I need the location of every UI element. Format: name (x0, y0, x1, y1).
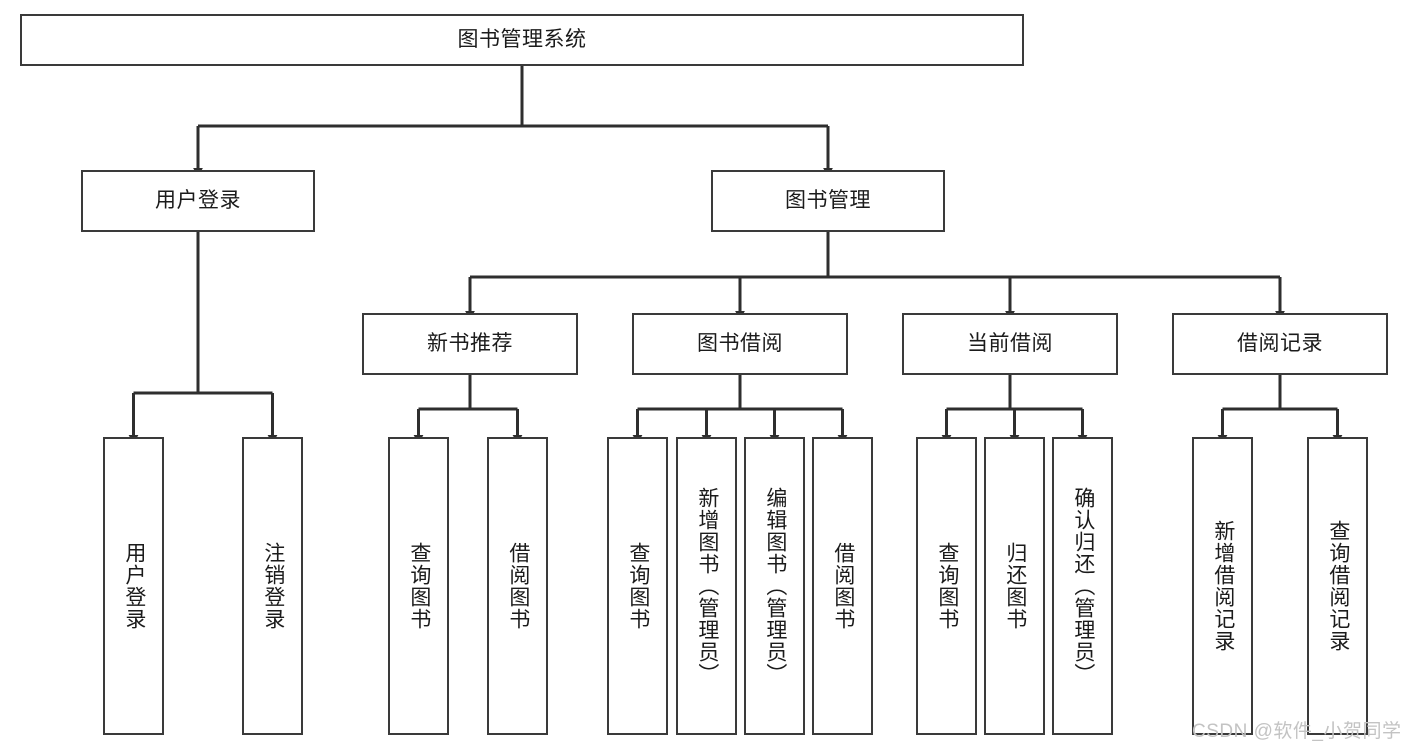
node-label-leaf-rec-query: 查询图书 (407, 542, 431, 630)
node-label-leaf-borrow-query: 查询图书 (626, 542, 650, 630)
node-leaf-borrow-lend[interactable]: 借阅图书 (812, 437, 873, 735)
node-leaf-borrow-add[interactable]: 新增图书（管理员） (676, 437, 737, 735)
node-label-leaf-rcd-query: 查询借阅记录 (1326, 520, 1350, 652)
node-book-manage[interactable]: 图书管理 (711, 170, 945, 232)
node-leaf-borrow-edit[interactable]: 编辑图书（管理员） (744, 437, 805, 735)
node-leaf-cur-query[interactable]: 查询图书 (916, 437, 977, 735)
node-borrow-record[interactable]: 借阅记录 (1172, 313, 1388, 375)
node-label-leaf-rec-borrow: 借阅图书 (506, 542, 530, 630)
node-leaf-rcd-add[interactable]: 新增借阅记录 (1192, 437, 1253, 735)
node-label-current-borrow: 当前借阅 (967, 331, 1053, 355)
node-current-borrow[interactable]: 当前借阅 (902, 313, 1118, 375)
node-book-borrow[interactable]: 图书借阅 (632, 313, 848, 375)
node-label-leaf-borrow-add: 新增图书（管理员） (695, 487, 719, 685)
node-leaf-cur-confirm[interactable]: 确认归还（管理员） (1052, 437, 1113, 735)
node-label-user-login: 用户登录 (155, 188, 241, 212)
node-new-book-rec[interactable]: 新书推荐 (362, 313, 578, 375)
node-user-login[interactable]: 用户登录 (81, 170, 315, 232)
node-leaf-rec-borrow[interactable]: 借阅图书 (487, 437, 548, 735)
node-label-leaf-user-logout: 注销登录 (261, 542, 285, 630)
edge-group (128, 66, 1343, 444)
node-leaf-rcd-query[interactable]: 查询借阅记录 (1307, 437, 1368, 735)
node-label-leaf-cur-query: 查询图书 (935, 542, 959, 630)
node-label-leaf-rcd-add: 新增借阅记录 (1211, 520, 1235, 652)
node-label-new-book-rec: 新书推荐 (427, 331, 513, 355)
node-label-leaf-borrow-edit: 编辑图书（管理员） (763, 487, 787, 685)
node-label-leaf-user-login: 用户登录 (122, 542, 146, 630)
node-root[interactable]: 图书管理系统 (20, 14, 1024, 66)
node-leaf-user-login[interactable]: 用户登录 (103, 437, 164, 735)
node-label-book-manage: 图书管理 (785, 188, 871, 212)
node-leaf-borrow-query[interactable]: 查询图书 (607, 437, 668, 735)
node-label-book-borrow: 图书借阅 (697, 331, 783, 355)
node-leaf-cur-return[interactable]: 归还图书 (984, 437, 1045, 735)
node-label-leaf-cur-return: 归还图书 (1003, 542, 1027, 630)
node-label-root: 图书管理系统 (457, 27, 587, 51)
node-leaf-rec-query[interactable]: 查询图书 (388, 437, 449, 735)
node-label-borrow-record: 借阅记录 (1237, 331, 1323, 355)
node-label-leaf-borrow-lend: 借阅图书 (831, 542, 855, 630)
node-label-leaf-cur-confirm: 确认归还（管理员） (1071, 487, 1095, 685)
node-leaf-user-logout[interactable]: 注销登录 (242, 437, 303, 735)
